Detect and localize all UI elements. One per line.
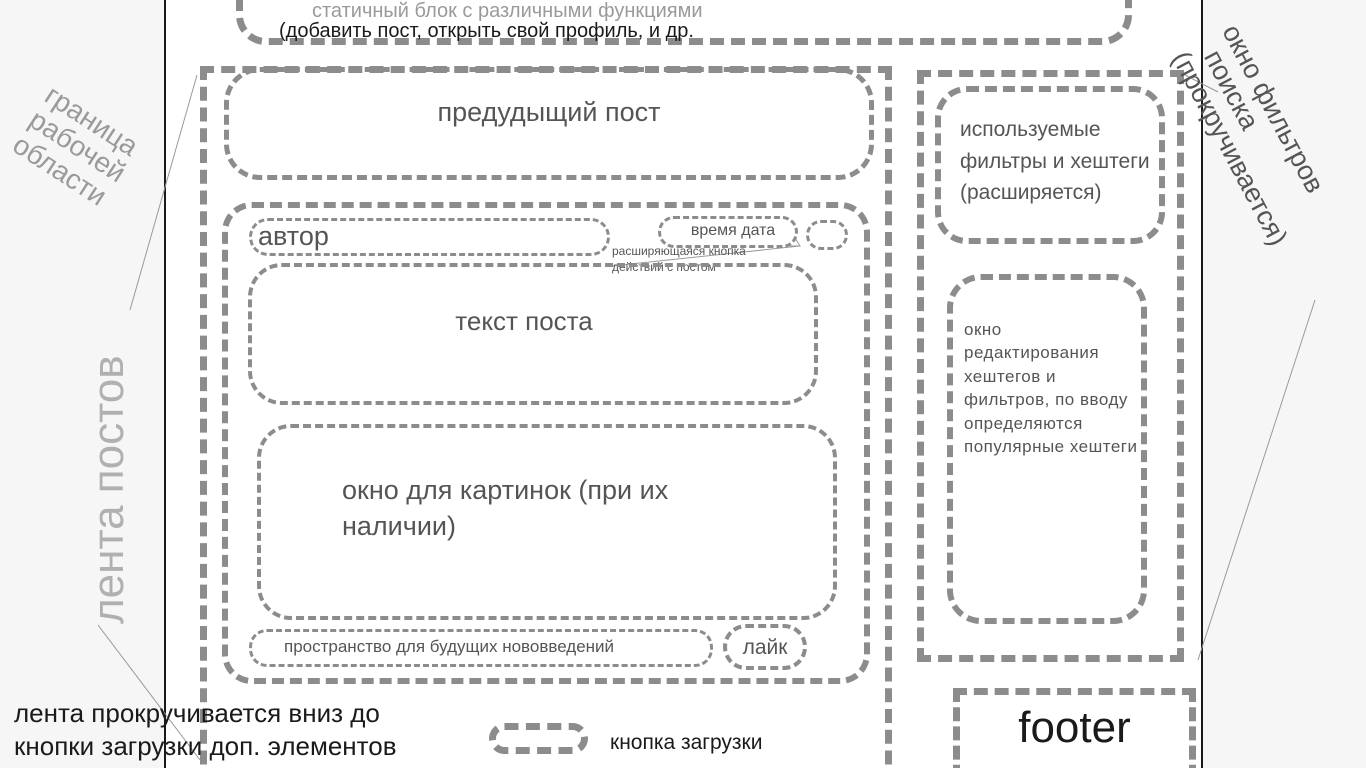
footer-block <box>953 688 1196 768</box>
load-more-button[interactable] <box>489 723 588 754</box>
datetime-label: время дата <box>690 222 776 239</box>
scroll-note-line2: кнопки загрузки доп. элементов <box>14 730 397 761</box>
previous-post-block <box>224 67 874 180</box>
future-features-block <box>249 629 713 667</box>
post-actions-button[interactable] <box>806 220 848 250</box>
feed-annotation: лента постов <box>84 355 133 624</box>
actions-note-line1: расширяющаяся кнопка <box>612 244 746 258</box>
author-field <box>249 218 610 256</box>
future-features-label: пространство для будущих нововведений <box>284 637 615 656</box>
header-block-line2: (добавить пост, открыть свой профиль, и … <box>279 20 694 42</box>
like-label: лайк <box>742 636 788 659</box>
datetime-field <box>658 216 798 248</box>
filters-window <box>917 70 1184 662</box>
right-margin-area <box>1203 0 1366 768</box>
header-block-line1: статичный блок с различными функциями <box>312 0 703 22</box>
hashtag-edit-block <box>947 274 1147 624</box>
images-label: окно для картинок (при их наличии) <box>342 475 669 541</box>
images-block <box>257 424 837 620</box>
footer-label: footer <box>1018 703 1131 752</box>
post-text-label: текст поста <box>455 306 593 336</box>
scroll-annotation: лента прокручивается вниз до кнопки загр… <box>14 697 397 762</box>
post-text-block <box>248 263 818 405</box>
like-button[interactable] <box>723 624 807 670</box>
used-filters-label: используемые фильтры и хештеги (расширяе… <box>960 118 1150 204</box>
left-margin-area <box>0 0 164 768</box>
workspace-border-left <box>164 0 166 768</box>
post-card <box>222 202 870 684</box>
previous-post-label: предудыщий пост <box>437 97 661 127</box>
header-static-block <box>236 0 1132 45</box>
workspace-border-right <box>1201 0 1203 768</box>
hashtag-edit-label: окно редактирования хештегов и фильтров,… <box>964 320 1138 457</box>
used-filters-block <box>935 86 1165 244</box>
load-more-label: кнопка загрузки <box>610 731 763 754</box>
author-label: автор <box>258 221 329 251</box>
scroll-note-line1: лента прокручивается вниз до <box>14 698 380 728</box>
